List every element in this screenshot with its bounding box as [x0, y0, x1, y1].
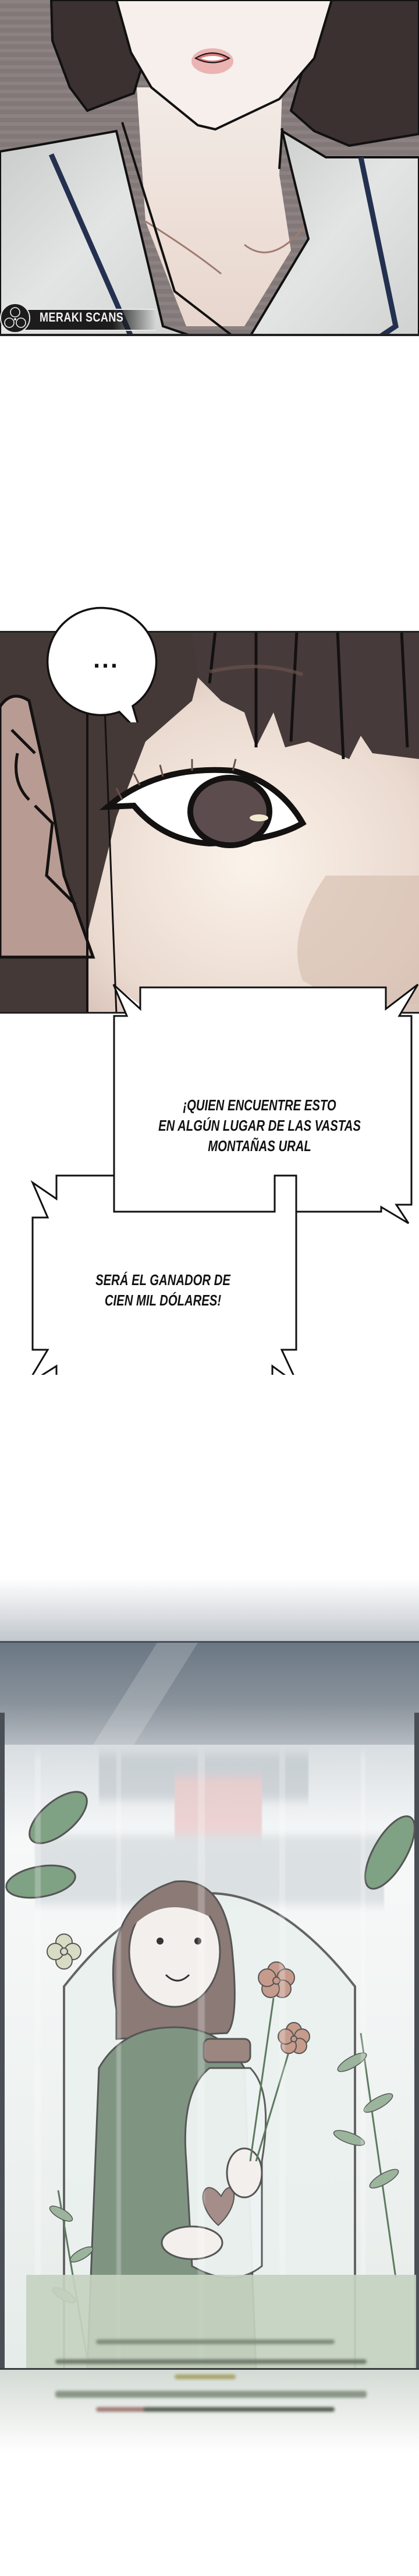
watermark-label: MERAKI SCANS	[40, 310, 124, 324]
panel-poster	[0, 1579, 419, 2453]
narration-boxes	[30, 983, 419, 1375]
blurred-caption-line	[96, 2339, 335, 2344]
narration-box-1-text: ¡QUIEN ENCUENTRE ESTO EN ALGÚN LUGAR DE …	[146, 1095, 373, 1156]
blurred-caption-line	[55, 2359, 367, 2364]
narration-box-2-text: SERÁ EL GANADOR DE CIEN MIL DÓLARES!	[63, 1270, 262, 1311]
panel-face-closeup: MERAKI SCANS	[0, 0, 419, 336]
scanlator-watermark: MERAKI SCANS	[0, 303, 175, 333]
poster-illustration	[0, 1579, 419, 2453]
speech-bubble	[46, 606, 158, 722]
narration-line: ¡QUIEN ENCUENTRE ESTO	[183, 1096, 336, 1114]
narration-line: MONTAÑAS URAL	[208, 1137, 311, 1155]
blurred-caption-line	[55, 2391, 367, 2398]
blurred-caption-line	[175, 2374, 236, 2379]
narration-line: SERÁ EL GANADOR DE	[95, 1271, 230, 1289]
meraki-logo-icon	[0, 303, 30, 333]
watermark-bar	[10, 309, 156, 331]
narration-line: CIEN MIL DÓLARES!	[104, 1291, 222, 1309]
narration-line: EN ALGÚN LUGAR DE LAS VASTAS	[158, 1117, 361, 1134]
face-closeup-illustration	[0, 0, 419, 336]
blurred-caption-line	[96, 2407, 335, 2412]
speech-bubble-text: ...	[93, 650, 119, 673]
